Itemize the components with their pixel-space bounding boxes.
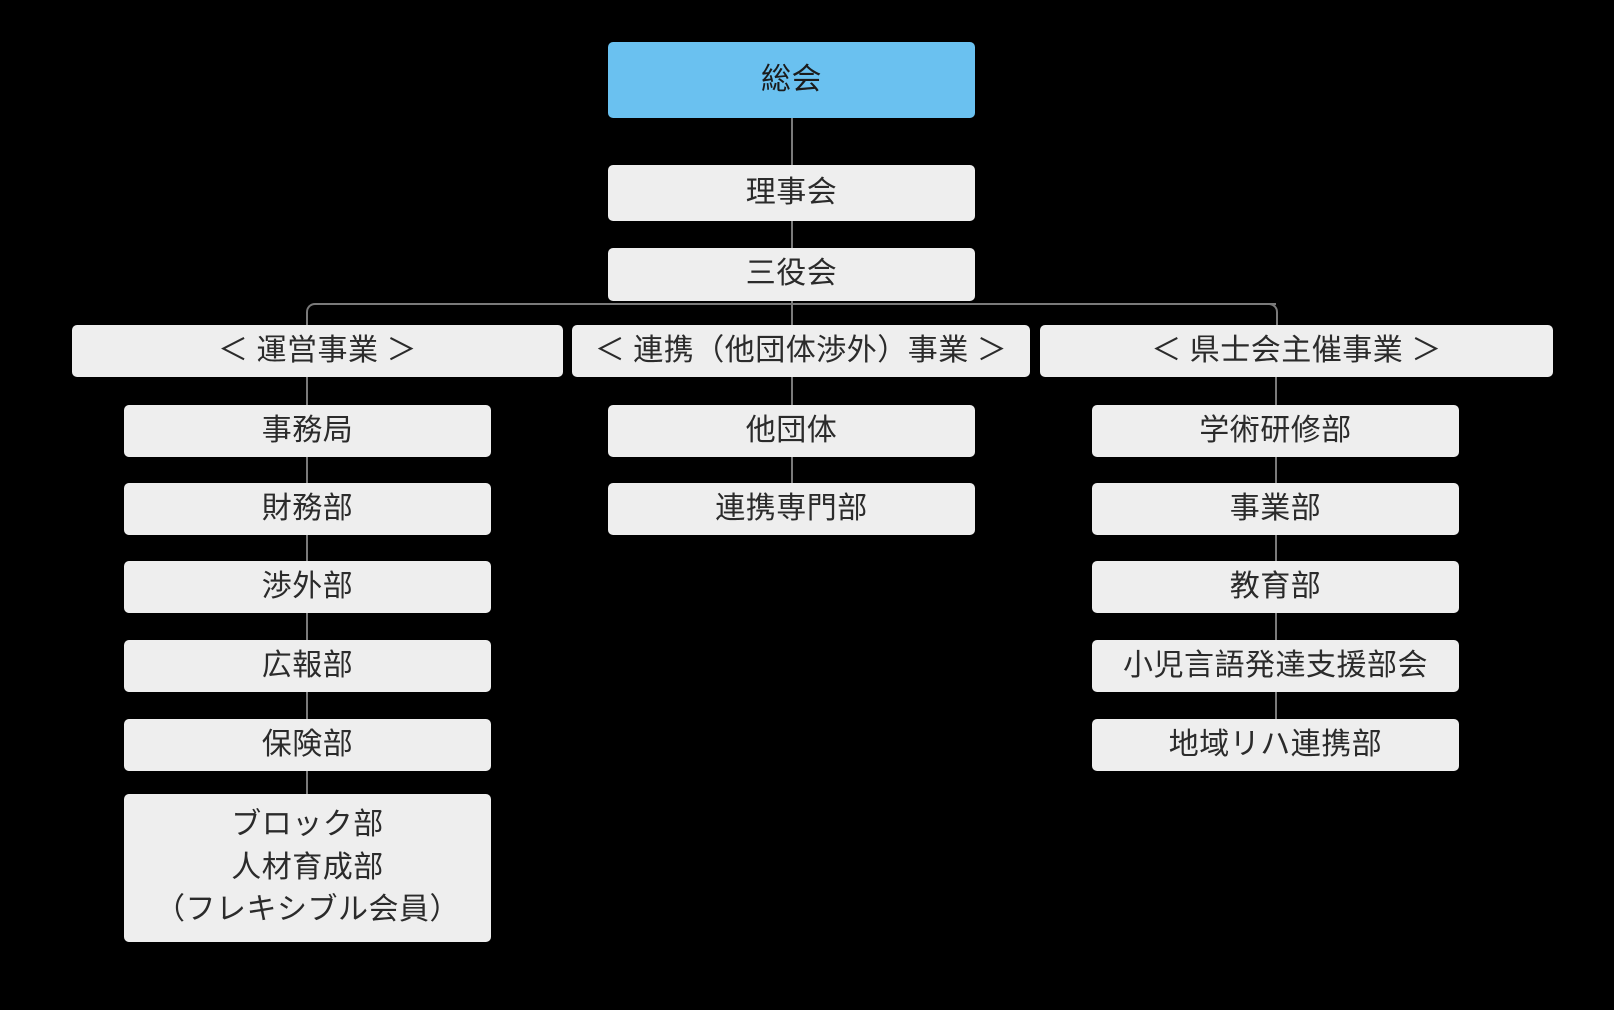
box-other-organizations[interactable]: 他団体: [608, 405, 975, 457]
branch-bus-horizontal: [318, 303, 1276, 305]
connector-root-to-level2: [791, 118, 793, 166]
connector-level3-to-branch: [791, 300, 793, 338]
box-secretariat[interactable]: 事務局: [124, 405, 491, 457]
branch-corner-left: [306, 303, 322, 339]
box-root-general-assembly[interactable]: 総会: [608, 42, 975, 118]
box-block-and-hr-development[interactable]: ブロック部 人材育成部 （フレキシブル会員）: [124, 794, 491, 942]
branch-corner-right: [1262, 303, 1278, 339]
box-finance-department[interactable]: 財務部: [124, 483, 491, 535]
connector-col3-spine: [1275, 377, 1277, 732]
box-external-affairs-department[interactable]: 渉外部: [124, 561, 491, 613]
category-operations[interactable]: ＜ 運営事業 ＞: [72, 325, 563, 377]
hr-development-department-line: 人材育成部: [231, 850, 384, 884]
box-pediatric-language-development-support[interactable]: 小児言語発達支援部会: [1092, 640, 1459, 692]
box-education-department[interactable]: 教育部: [1092, 561, 1459, 613]
box-collaboration-specialist-department[interactable]: 連携専門部: [608, 483, 975, 535]
box-public-relations-department[interactable]: 広報部: [124, 640, 491, 692]
box-academic-training-department[interactable]: 学術研修部: [1092, 405, 1459, 457]
category-collaboration[interactable]: ＜ 連携（他団体渉外）事業 ＞: [572, 325, 1030, 377]
block-department-line: ブロック部: [231, 808, 384, 842]
connector-level2-to-level3: [791, 220, 793, 249]
box-community-rehabilitation-liaison-department[interactable]: 地域リハ連携部: [1092, 719, 1459, 771]
box-insurance-department[interactable]: 保険部: [124, 719, 491, 771]
box-executive-committee[interactable]: 三役会: [608, 248, 975, 301]
flexible-member-line: （フレキシブル会員）: [155, 893, 460, 927]
category-prefectural-association-events[interactable]: ＜ 県士会主催事業 ＞: [1040, 325, 1553, 377]
box-board-of-directors[interactable]: 理事会: [608, 165, 975, 221]
box-business-department[interactable]: 事業部: [1092, 483, 1459, 535]
